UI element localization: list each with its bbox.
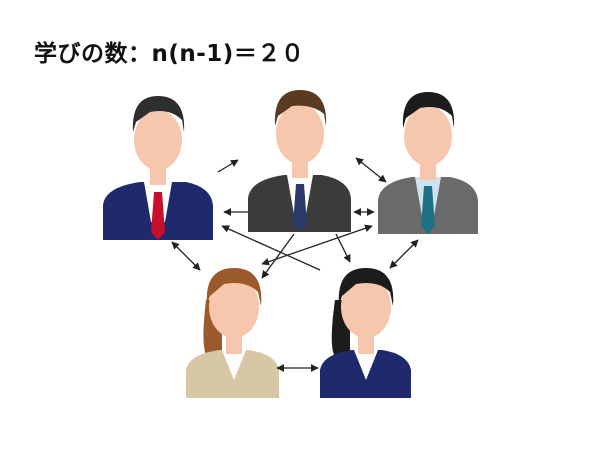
man-left-hair bbox=[132, 96, 185, 132]
man-center-face bbox=[276, 104, 324, 164]
man-left-neck bbox=[150, 165, 166, 185]
connections bbox=[171, 157, 419, 372]
man-center-tie bbox=[293, 184, 307, 232]
arrow-man-left-to-man-center bbox=[217, 159, 239, 173]
man-left-tie bbox=[151, 192, 165, 240]
woman-left-neck bbox=[226, 334, 242, 354]
person-man-center bbox=[248, 90, 351, 232]
page-title: 学びの数：n(n-1)＝２０ bbox=[34, 41, 305, 67]
man-right-hair bbox=[402, 92, 455, 128]
person-man-right bbox=[378, 92, 478, 234]
arrow-man-right-woman-right bbox=[389, 239, 419, 269]
person-woman-right bbox=[320, 268, 411, 398]
person-woman-left bbox=[186, 268, 279, 398]
man-center-hair bbox=[274, 90, 327, 126]
woman-right-shirt bbox=[354, 350, 378, 380]
woman-left-face bbox=[209, 276, 259, 338]
woman-left-hair bbox=[206, 268, 262, 306]
person-man-left bbox=[103, 96, 213, 240]
arrow-woman-left-man-right-cross bbox=[261, 224, 373, 266]
woman-left-shirt bbox=[222, 350, 246, 380]
woman-right-face bbox=[341, 276, 391, 338]
arrow-man-left-woman-left bbox=[171, 241, 201, 271]
arrow-man-center-man-right bbox=[355, 157, 387, 183]
woman-right-hair bbox=[338, 268, 394, 306]
man-left-face bbox=[134, 110, 182, 170]
man-right-face bbox=[404, 106, 452, 166]
man-right-tie bbox=[421, 186, 435, 234]
woman-right-neck bbox=[358, 334, 374, 354]
arrow-man-left-woman-right-cross bbox=[221, 225, 321, 271]
